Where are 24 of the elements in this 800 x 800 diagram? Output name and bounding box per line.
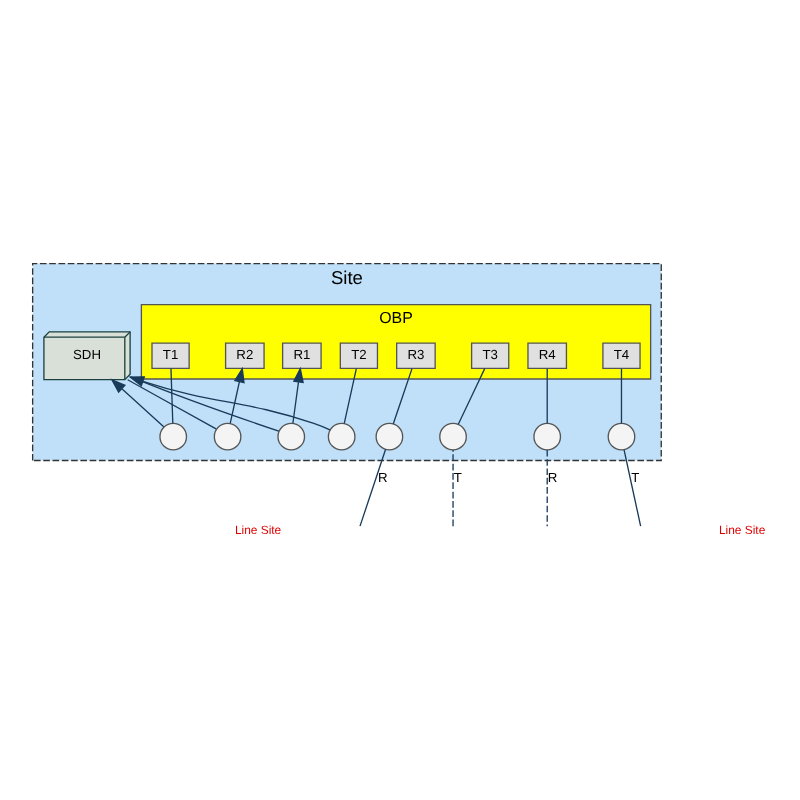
node-circle: [213, 422, 242, 451]
connector: [452, 449, 454, 527]
connector: [457, 367, 486, 425]
connector: [392, 367, 413, 425]
connector: [129, 376, 280, 432]
connector: [620, 367, 623, 424]
node-circle: [159, 422, 188, 451]
arrow: [110, 378, 165, 428]
node-circle: [375, 422, 404, 451]
node-circle: [533, 422, 562, 451]
node-circle: [277, 422, 306, 451]
connector: [546, 367, 548, 424]
arrow: [229, 366, 245, 424]
node-circle: [439, 422, 467, 451]
arrow: [128, 376, 331, 431]
arrow: [292, 366, 304, 424]
connector: [170, 367, 174, 424]
node-circle: [327, 422, 356, 451]
connector: [343, 367, 357, 424]
connector: [623, 449, 642, 527]
connector: [546, 449, 548, 527]
connector: [359, 448, 387, 527]
connector: [127, 379, 217, 430]
node-circle: [607, 422, 636, 451]
